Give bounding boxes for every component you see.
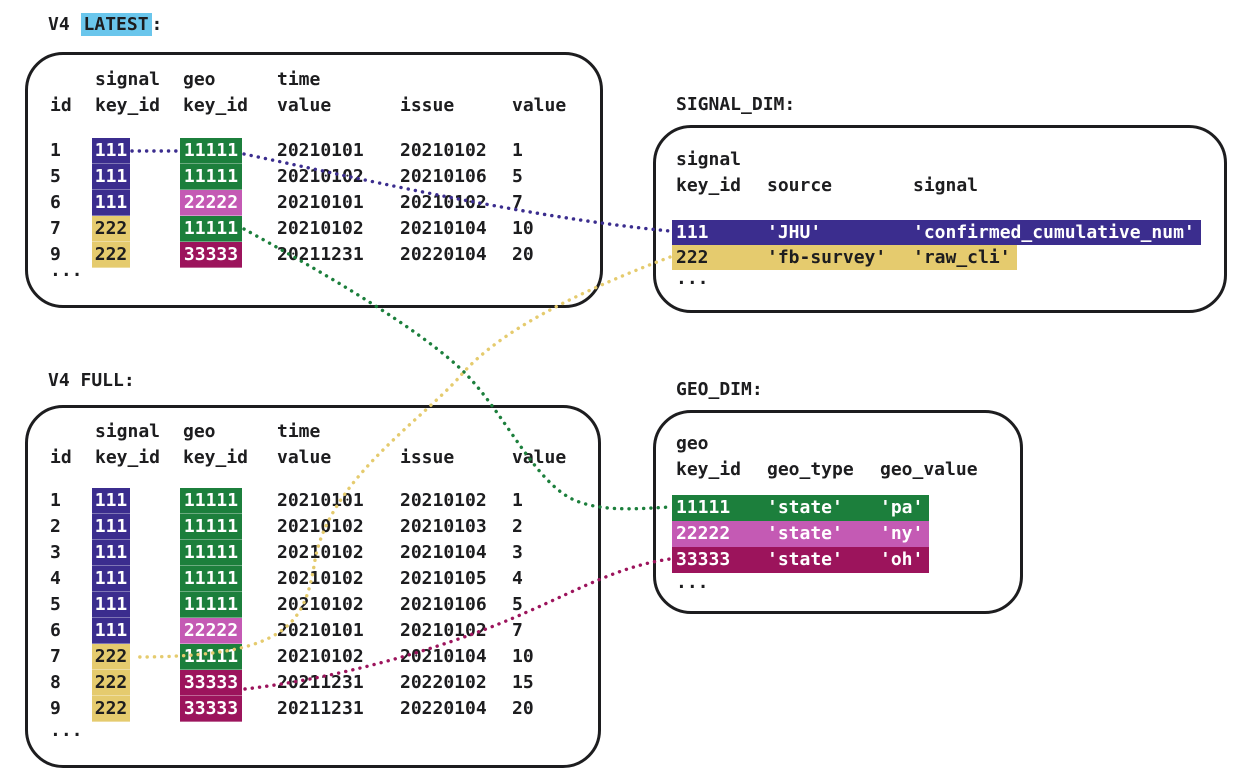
table-cell: 6 — [50, 620, 61, 641]
column-group-header: geo — [183, 69, 216, 90]
column-header: geo_type — [767, 459, 854, 480]
ellipsis: ... — [50, 260, 83, 281]
table-cell: 6 — [50, 192, 61, 213]
table-cell: 7 — [50, 646, 61, 667]
table-cell: 2 — [50, 516, 61, 537]
ellipsis: ... — [676, 268, 709, 289]
table-cell: 'ny' — [880, 523, 924, 544]
table-cell: 'confirmed_cumulative_num' — [913, 222, 1195, 243]
table-cell: 9 — [50, 698, 61, 719]
table-cell: 22222 — [676, 523, 731, 544]
key-cell-yellow: 222 — [92, 216, 130, 242]
key-cell-purple: 111 — [92, 138, 130, 164]
key-cell-purple: 111 — [92, 488, 130, 514]
table-cell: 11111 — [676, 497, 731, 518]
key-cell-green: 11111 — [180, 164, 242, 190]
key-cell-purple: 111 — [92, 514, 130, 540]
column-header: id — [50, 95, 72, 116]
table-cell: 20211231 — [277, 698, 364, 719]
table-cell: 9 — [50, 244, 61, 265]
v4-latest-title-suffix: : — [151, 14, 163, 35]
key-cell-yellow: 222 — [92, 644, 130, 670]
column-header: key_id — [676, 175, 742, 196]
column-header: key_id — [676, 459, 742, 480]
key-row-band-purple — [672, 220, 1201, 245]
table-cell: 'oh' — [880, 549, 924, 570]
column-header: id — [50, 447, 72, 468]
table-cell: 1 — [512, 140, 523, 161]
column-header: issue — [400, 95, 455, 116]
table-cell: 7 — [50, 218, 61, 239]
key-cell-purple: 111 — [92, 592, 130, 618]
key-row-band-yellow — [672, 245, 1017, 270]
table-cell: 'JHU' — [767, 222, 822, 243]
key-cell-maroon: 33333 — [180, 696, 242, 722]
v4-latest-title-highlight: LATEST — [80, 13, 152, 36]
table-cell: 1 — [50, 140, 61, 161]
key-row-band-green — [672, 495, 930, 521]
column-header: geo_value — [880, 459, 978, 480]
column-group-header: time — [277, 69, 321, 90]
ellipsis: ... — [50, 720, 83, 741]
table-cell: 'raw_cli' — [913, 247, 1011, 268]
column-header: value — [512, 95, 567, 116]
table-cell: 8 — [50, 672, 61, 693]
table-cell: 'state' — [767, 523, 843, 544]
table-cell: 5 — [50, 166, 61, 187]
ellipsis: ... — [676, 572, 709, 593]
column-group-header: signal — [95, 69, 161, 90]
key-row-band-pink — [672, 521, 930, 547]
column-header: value — [277, 95, 332, 116]
table-cell: 'state' — [767, 549, 843, 570]
column-group-header: signal — [676, 149, 742, 170]
key-cell-purple: 111 — [92, 618, 130, 644]
key-cell-pink: 22222 — [180, 190, 242, 216]
v4-latest-title-prefix: V4 — [48, 14, 81, 35]
table-cell: 3 — [50, 542, 61, 563]
key-cell-yellow: 222 — [92, 242, 130, 268]
column-header: source — [767, 175, 833, 196]
signal-dim-title: SIGNAL_DIM: — [676, 94, 796, 115]
key-cell-yellow: 222 — [92, 696, 130, 722]
table-cell: 222 — [676, 247, 709, 268]
table-cell: 111 — [676, 222, 709, 243]
key-cell-green: 11111 — [180, 138, 242, 164]
column-group-header: geo — [676, 433, 709, 454]
table-cell: 20220104 — [400, 698, 487, 719]
key-row-band-maroon — [672, 547, 930, 573]
table-cell: 4 — [50, 568, 61, 589]
key-cell-purple: 111 — [92, 164, 130, 190]
table-cell: 5 — [50, 594, 61, 615]
key-cell-green: 11111 — [180, 216, 242, 242]
column-header: key_id — [183, 95, 249, 116]
table-cell: 33333 — [676, 549, 731, 570]
v4-full-title: V4 FULL: — [48, 370, 135, 391]
table-cell: 'fb-survey' — [767, 247, 887, 268]
table-cell: 'state' — [767, 497, 843, 518]
key-cell-purple: 111 — [92, 566, 130, 592]
column-header: signal — [913, 175, 979, 196]
v4-latest-title: V4 LATEST: — [48, 13, 162, 37]
key-cell-yellow: 222 — [92, 670, 130, 696]
column-header: key_id — [95, 95, 161, 116]
key-cell-purple: 111 — [92, 540, 130, 566]
table-cell: 'pa' — [880, 497, 924, 518]
key-cell-purple: 111 — [92, 190, 130, 216]
table-cell: 20 — [512, 698, 534, 719]
key-cell-maroon: 33333 — [180, 670, 242, 696]
table-cell: 1 — [50, 490, 61, 511]
geo-dim-title: GEO_DIM: — [676, 379, 763, 400]
